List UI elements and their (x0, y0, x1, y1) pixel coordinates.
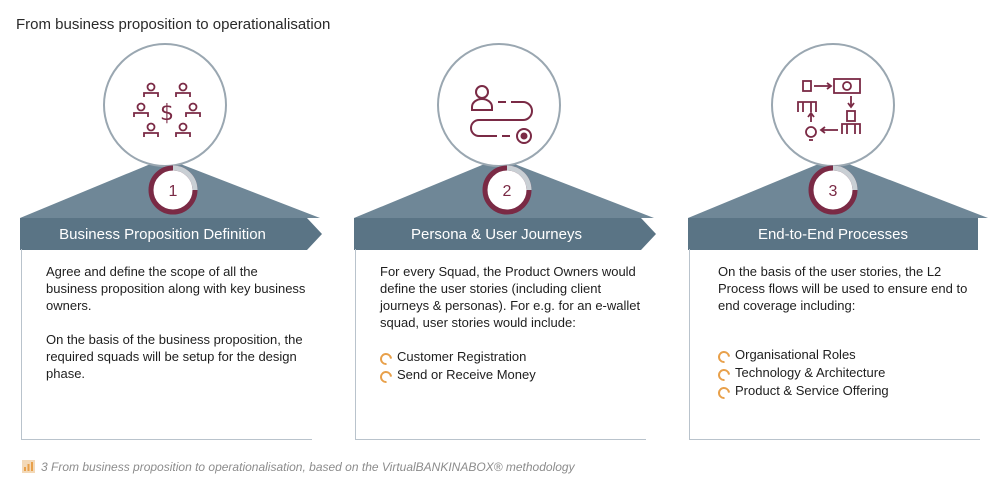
card-body: For every Squad, the Product Owners woul… (377, 263, 642, 386)
list-item: Product & Service Offering (715, 382, 980, 402)
card-paragraph: For every Squad, the Product Owners woul… (380, 264, 641, 330)
card-header-graphic: 3 (688, 43, 988, 250)
figure-caption: 3 From business proposition to operation… (22, 460, 575, 474)
card-body-frame (21, 249, 312, 440)
icon-circle (771, 43, 895, 167)
user-journey-icon (470, 85, 533, 144)
process-flow-icon (797, 78, 861, 141)
people-money-icon: $ (133, 82, 201, 137)
bullet-icon (715, 384, 733, 402)
list-item: Technology & Architecture (715, 364, 980, 384)
icon-circle (437, 43, 561, 167)
card-header-graphic: 2 (354, 43, 656, 250)
svg-text:$: $ (160, 101, 174, 126)
card-header-graphic: $ 1 (20, 43, 322, 250)
card-body-frame (355, 249, 646, 440)
icon-circle (103, 43, 227, 167)
list-item: Customer Registration (377, 348, 642, 368)
card-body-frame (689, 249, 980, 440)
bullet-list: Organisational Roles Technology & Archit… (715, 346, 980, 402)
card-paragraph: On the basis of the business proposition… (46, 332, 303, 381)
bullet-icon (715, 366, 733, 384)
stage-card-2: 2 Persona & User Journeys For every Squa… (354, 40, 659, 442)
bullet-icon (377, 350, 395, 368)
bullet-icon (377, 368, 395, 386)
page-title: From business proposition to operational… (16, 16, 331, 33)
stage-heading: End-to-End Processes (757, 226, 909, 243)
stage-card-3: 3 End-to-End Processes On the basis of t… (688, 40, 993, 442)
stage-number: 2 (503, 183, 512, 200)
header-bar (20, 218, 322, 250)
list-item: Organisational Roles (715, 346, 980, 366)
header-bar (688, 218, 978, 250)
caption-text: 3 From business proposition to operation… (41, 460, 575, 474)
header-bar (354, 218, 656, 250)
card-paragraph: On the basis of the user stories, the L2… (718, 264, 968, 313)
bullet-icon (715, 348, 733, 366)
stage-number: 3 (829, 183, 838, 200)
chart-icon (22, 460, 35, 473)
stage-heading: Business Proposition Definition (59, 226, 266, 243)
stage-number: 1 (169, 183, 178, 200)
stage-heading: Persona & User Journeys (411, 226, 582, 243)
stage-card-1: $ 1 Business Proposition Definition Agre… (20, 40, 325, 442)
bullet-list: Customer Registration Send or Receive Mo… (377, 348, 642, 386)
card-body: Agree and define the scope of all the bu… (46, 263, 308, 399)
list-item: Send or Receive Money (377, 366, 642, 386)
card-paragraph: Agree and define the scope of all the bu… (46, 264, 306, 313)
card-body: On the basis of the user stories, the L2… (715, 263, 980, 402)
